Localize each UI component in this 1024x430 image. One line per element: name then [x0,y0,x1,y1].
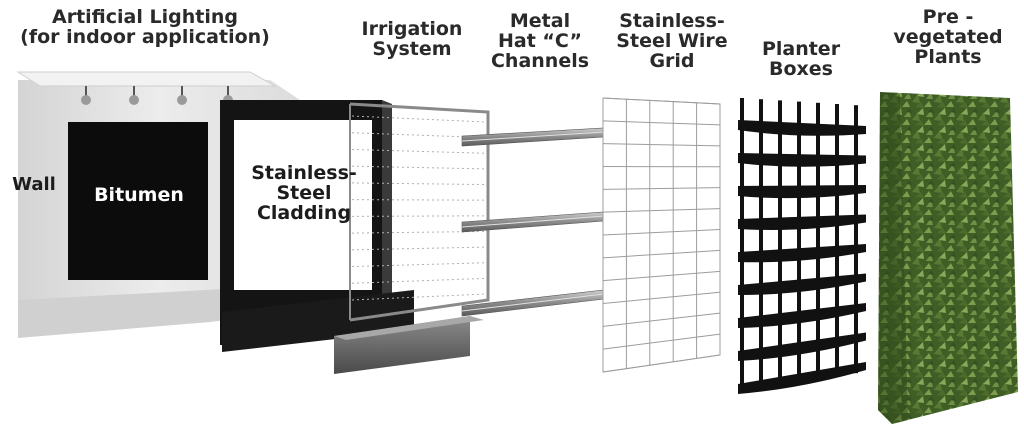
wall-top-shelf [16,71,277,87]
spotlight-icon [81,86,91,105]
wire-grid-horizontal [602,354,721,373]
wire-grid-horizontal [602,270,721,282]
label-line: Pre - [922,6,974,28]
planter-assembly [736,96,866,394]
label-bitumen: Bitumen [94,184,184,206]
label-planter-boxes: Planter Boxes [746,38,856,80]
planter-row [738,214,866,231]
irrigation-drip-line [351,215,487,217]
planter-row [738,244,866,263]
wire-grid-horizontal [602,187,721,190]
label-wire-grid: Stainless- Steel Wire Grid [602,10,742,72]
planter-column [778,100,782,381]
label-line: Grid [649,49,695,72]
irrigation-drip-line [351,115,487,123]
wire-grid-assembly [602,97,721,373]
wire-grid-outline [602,97,721,373]
planter-row [738,303,866,328]
wire-grid-horizontal [602,208,721,213]
planter-column [797,101,801,379]
label-line: Boxes [769,57,833,80]
spotlight-icon [129,86,139,105]
irrigation-drip-line [351,277,487,284]
plants-assembly [878,92,1018,424]
label-line: System [372,37,452,60]
hat-c-channel-highlight [461,131,605,142]
label-pre-vegetated-plants: Pre - vegetated Plants [880,6,1016,68]
irrigation-drip-line [351,262,487,268]
hat-c-channels [461,127,605,317]
irrigation-frame [349,102,490,322]
planter-row [738,153,866,167]
planter-column [759,99,763,383]
label-irrigation-system: Irrigation System [354,18,470,60]
irrigation-assembly [334,102,490,374]
planter-column [816,102,820,377]
irrigation-drip-line [351,199,487,201]
label-line: Metal [509,10,571,32]
irrigation-collector-box [334,316,470,374]
label-artificial-lighting: Artificial Lighting (for indoor applicat… [0,6,290,48]
wire-grid-horizontal [602,97,721,105]
planter-row [738,332,866,361]
label-line: Artificial Lighting [52,6,238,28]
planter-columns [740,98,858,384]
label-line: Planter [761,38,841,60]
irrigation-drip-line [351,293,487,301]
wire-grid-horizontal [602,249,721,259]
foliage-shade [878,92,908,424]
bitumen-panel [68,122,208,280]
irrigation-collector-top [334,316,484,340]
wire-grid-horizontal [602,333,721,350]
wire-grid-horizontal [602,291,721,304]
spotlight-icon [177,86,187,105]
cladding-base-trough [222,290,414,352]
irrigation-drip-line [351,148,487,154]
label-line: Plants [914,45,982,68]
hat-c-channel-highlight [461,215,605,228]
label-line: (for indoor application) [20,25,270,48]
cladding-side [382,100,392,302]
foliage-mass [878,92,1018,424]
irrigation-drip-line [351,165,487,170]
label-line: Stainless- [251,162,357,184]
planter-rows [738,120,866,394]
label-line: Cladding [256,201,352,224]
planter-row [738,362,866,394]
label-wall: Wall [12,174,56,195]
label-line: Steel [276,181,332,204]
label-line: Irrigation [361,18,463,40]
wire-grid-horizontal [602,120,721,126]
wire-grid-horizontal [602,143,721,147]
spotlight-group [81,86,233,105]
label-line: Hat “C” [497,29,583,52]
planter-row [738,185,866,199]
label-line: Stainless- [619,10,725,32]
planter-column [740,98,744,384]
label-hat-c-channels: Metal Hat “C” Channels [482,10,598,72]
label-stainless-steel-cladding: Stainless- Steel Cladding [238,162,370,224]
planter-row [738,120,866,136]
planter-column [854,105,858,374]
hat-c-channel-highlight [461,293,605,312]
wire-grid-horizontal [602,312,721,327]
planter-column [835,104,839,375]
irrigation-drip-line [351,182,487,186]
wire-grid-lines [602,97,721,373]
label-line: Channels [490,49,590,72]
planter-row [738,273,866,296]
label-line: vegetated [893,25,1003,48]
wire-grid-horizontal [602,229,721,236]
label-line: Steel Wire [616,29,728,52]
irrigation-drip-line [351,246,487,251]
